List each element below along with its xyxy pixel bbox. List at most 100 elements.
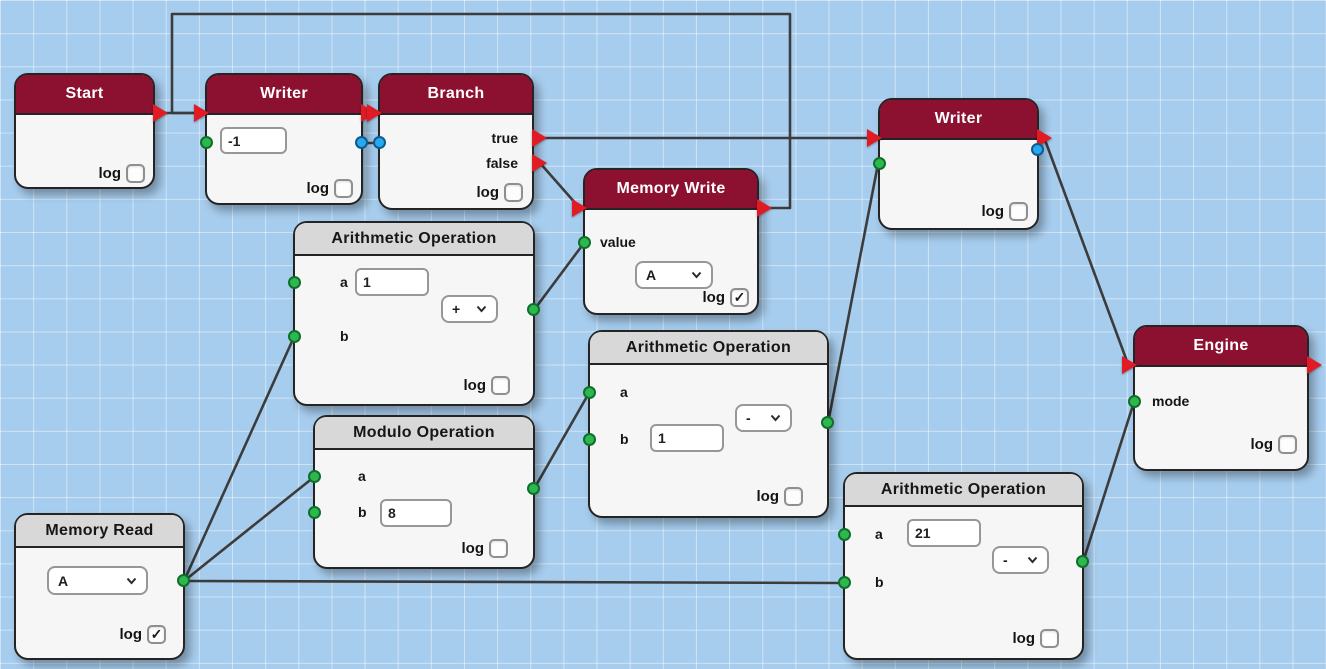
log-checkbox[interactable] [491,376,510,395]
value-out-port[interactable] [177,574,190,587]
result-out-port[interactable] [821,416,834,429]
log-checkbox[interactable] [147,625,166,644]
exec-out-port[interactable] [153,104,168,122]
exec-in-port[interactable] [867,129,882,147]
node-header[interactable]: Arithmetic Operation [590,332,827,365]
log-checkbox[interactable] [1009,202,1028,221]
selected-option: A [58,572,69,589]
wire-modulo-to-arith2-a[interactable] [532,391,591,491]
result-out-port[interactable] [1076,555,1089,568]
log-row: log [1251,435,1297,454]
a-in-port[interactable] [308,470,321,483]
wire-writer2-to-engine[interactable] [1043,138,1130,366]
node-branch[interactable]: Branch true false log [367,73,547,210]
b-label: b [620,431,629,447]
log-checkbox[interactable] [334,179,353,198]
a-label: a [358,468,366,484]
node-arithmetic-2[interactable]: Arithmetic Operation a - b log [583,330,834,518]
node-header[interactable]: Branch [380,75,532,115]
log-row: log [307,179,353,198]
operator-select[interactable]: + [441,295,498,323]
wire-memread-to-modulo-a[interactable] [182,475,316,583]
node-header[interactable]: Writer [880,100,1037,140]
log-checkbox[interactable] [504,183,523,202]
node-header[interactable]: Memory Write [585,170,757,210]
node-header[interactable]: Engine [1135,327,1307,367]
b-in-port[interactable] [838,576,851,589]
operator-select[interactable]: - [992,546,1049,574]
exec-in-port[interactable] [194,104,209,122]
node-arithmetic-3[interactable]: Arithmetic Operation a - b log [838,472,1089,660]
node-arithmetic-1[interactable]: Arithmetic Operation a + b log [288,221,540,406]
b-label: b [875,574,884,590]
a-in-port[interactable] [583,386,596,399]
wire-memread-to-arith3-b[interactable] [182,579,846,585]
exec-out-port[interactable] [757,199,772,217]
condition-in-port[interactable] [373,136,386,149]
node-writer-2[interactable]: Writer log [867,98,1052,230]
node-title: Start [65,85,104,102]
wire-arith2-to-writer2-value[interactable] [826,162,880,425]
a-in-port[interactable] [288,276,301,289]
log-row: log [703,288,749,307]
mode-in-port[interactable] [1128,395,1141,408]
log-checkbox[interactable] [730,288,749,307]
node-engine[interactable]: Engine mode log [1122,325,1322,471]
wire-arith3-to-engine-mode[interactable] [1081,400,1136,564]
b-input[interactable] [650,424,724,452]
log-checkbox[interactable] [784,487,803,506]
log-checkbox[interactable] [1040,629,1059,648]
exec-out-port[interactable] [1307,356,1322,374]
wire-memread-to-arith1-b[interactable] [182,335,296,583]
b-input[interactable] [380,499,452,527]
chevron-down-icon [1027,556,1038,564]
b-in-port[interactable] [583,433,596,446]
value-in-port[interactable] [873,157,886,170]
value-out-port[interactable] [355,136,368,149]
memory-key-select[interactable]: A [635,261,713,289]
value-in-port[interactable] [578,236,591,249]
exec-in-port[interactable] [367,104,382,122]
selected-option: + [452,301,461,317]
selected-option: A [646,267,657,283]
node-header[interactable]: Arithmetic Operation [845,474,1082,507]
b-in-port[interactable] [288,330,301,343]
log-label: log [98,165,122,182]
node-writer-1[interactable]: Writer log [194,73,376,205]
log-row: log [120,625,166,644]
log-label: log [461,540,485,557]
node-title: Arithmetic Operation [880,480,1047,498]
a-input[interactable] [907,519,981,547]
true-out-port[interactable] [532,129,547,147]
node-start[interactable]: Start log [14,73,168,189]
log-checkbox[interactable] [126,164,145,183]
node-memory-read[interactable]: Memory Read A log [14,513,190,660]
result-out-port[interactable] [527,482,540,495]
node-header[interactable]: Arithmetic Operation [295,223,533,256]
node-modulo[interactable]: Modulo Operation a b log [308,415,540,569]
wire-arith1-to-memwrite-value[interactable] [532,241,586,312]
b-in-port[interactable] [308,506,321,519]
false-out-port[interactable] [532,154,547,172]
log-checkbox[interactable] [489,539,508,558]
node-header[interactable]: Writer [207,75,361,115]
value-input[interactable] [220,127,287,154]
exec-in-port[interactable] [1122,356,1137,374]
exec-in-port[interactable] [572,199,587,217]
value-out-port[interactable] [1031,143,1044,156]
value-label: value [600,234,636,250]
log-checkbox[interactable] [1278,435,1297,454]
value-in-port[interactable] [200,136,213,149]
result-out-port[interactable] [527,303,540,316]
node-header[interactable]: Start [16,75,153,115]
operator-select[interactable]: - [735,404,792,432]
node-header[interactable]: Modulo Operation [315,417,533,450]
node-header[interactable]: Memory Read [16,515,183,548]
log-row: log [1013,629,1059,648]
exec-out-port[interactable] [1037,129,1052,147]
memory-key-select[interactable]: A [47,566,148,595]
a-input[interactable] [355,268,429,296]
node-memory-write[interactable]: Memory Write value A log [572,168,772,315]
a-in-port[interactable] [838,528,851,541]
